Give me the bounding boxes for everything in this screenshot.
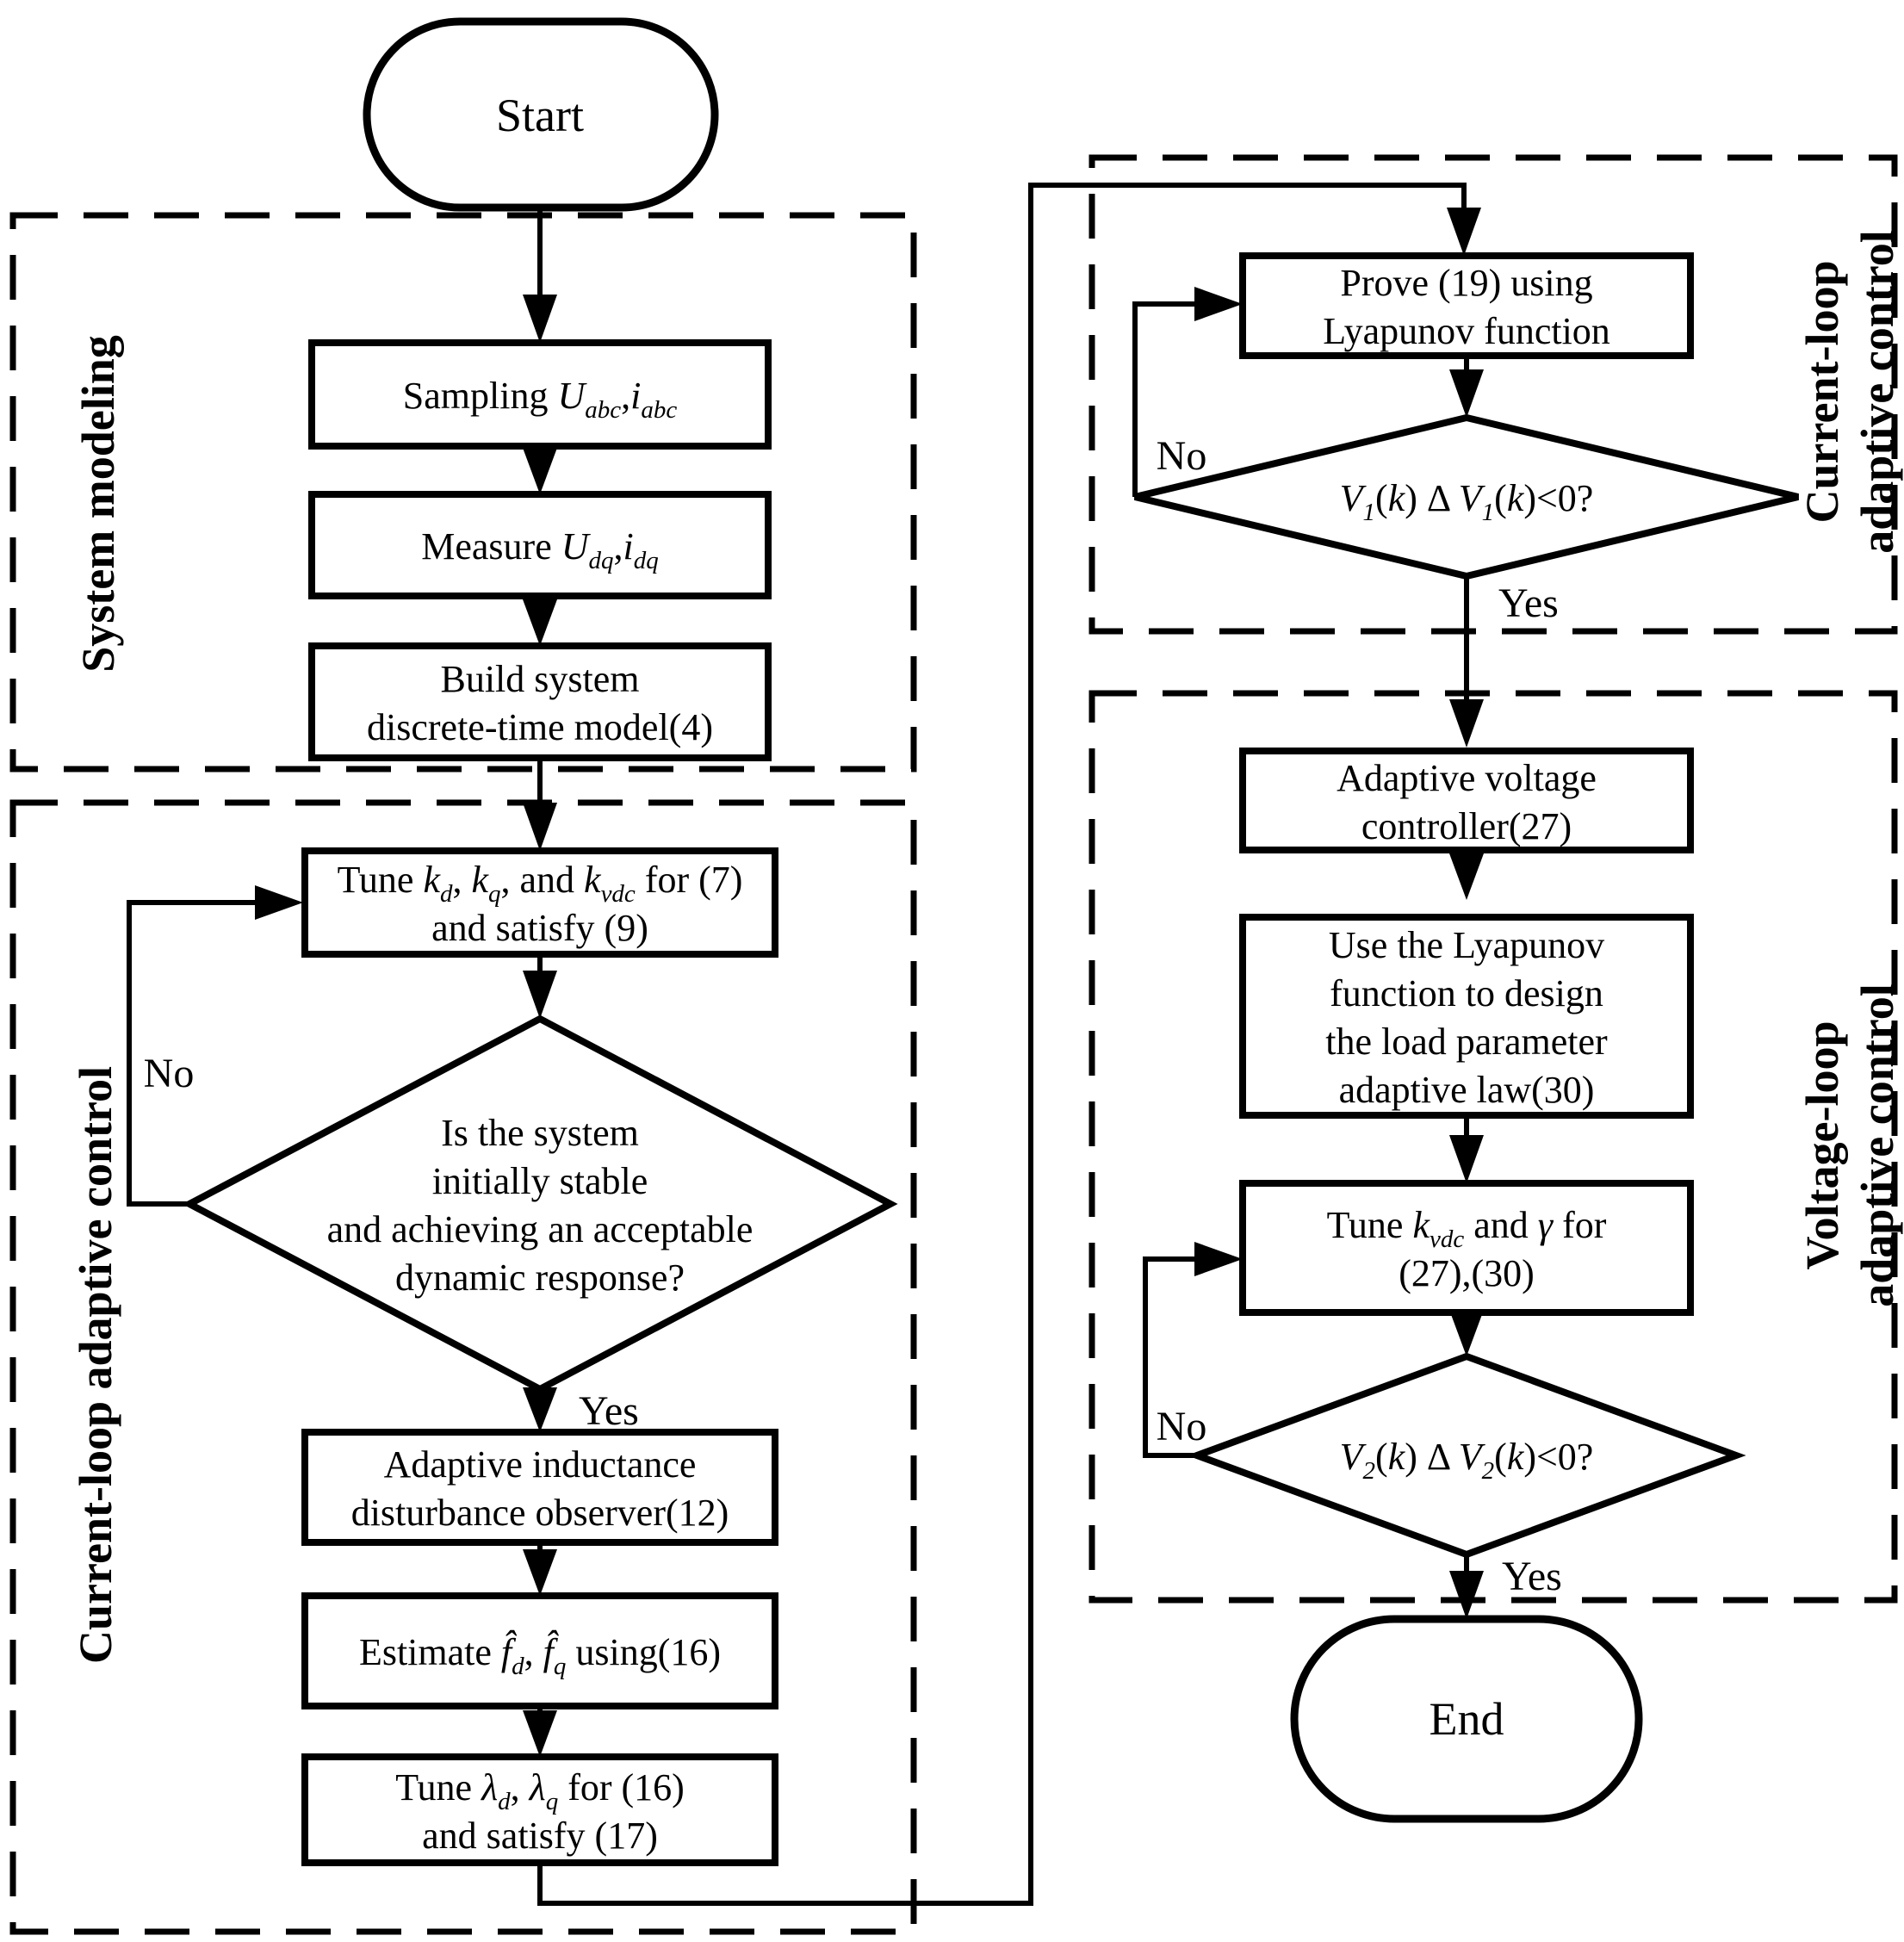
prove-lyapunov-box: [1239, 252, 1694, 359]
arrow-head: [1447, 208, 1481, 256]
edge-stable-yes-to-observer: Yes: [523, 1387, 639, 1434]
node-tune-current-gains: Tune kd, kq, and kvdc for (7)and satisfy…: [301, 847, 778, 958]
arrow-head: [523, 448, 557, 494]
node-estimate-f: Estimate f̂d, f̂q using(16): [301, 1592, 778, 1709]
arrow-head: [523, 599, 557, 646]
no-label: No: [144, 1051, 195, 1096]
arrow-head: [1194, 287, 1243, 321]
build-model-box: [308, 642, 772, 761]
section-label-current-loop-right: Current-loopadaptive control: [1796, 230, 1903, 554]
tune-current-gains-label: Tune kd, kq, and kvdc for (7)and satisfy…: [338, 859, 743, 949]
section-label-system-modeling: System modeling: [72, 335, 124, 673]
edge-start-to-sampling: [523, 208, 557, 343]
arrow-head: [523, 295, 557, 343]
end-terminal-label: End: [1430, 1693, 1504, 1745]
estimate-f-box: [301, 1592, 778, 1709]
measure-label: Measure Udq,idq: [421, 525, 659, 574]
arrow-head: [255, 885, 303, 920]
edge-use-to-tune-voltage: [1449, 1115, 1484, 1183]
arrow-line: [1132, 301, 1196, 497]
arrow-line: [537, 183, 1467, 1906]
yes-label: Yes: [1498, 580, 1559, 626]
tune-current-gains-box: [301, 847, 778, 958]
tune-voltage-gains-label: Tune kvdc and γ for(27),(30): [1327, 1204, 1607, 1294]
node-tune-lambda: Tune λd, λq for (16)and satisfy (17): [301, 1753, 778, 1866]
node-start: Start: [363, 17, 719, 212]
edge-build-to-tune-current: [523, 758, 557, 851]
arrow-head: [523, 1710, 557, 1757]
node-tune-voltage-gains: Tune kvdc and γ for(27),(30): [1239, 1180, 1694, 1316]
arrow-head: [523, 803, 557, 851]
sampling-box: [308, 339, 772, 450]
no-label: No: [1157, 1404, 1207, 1449]
tune-lambda-box: [301, 1753, 778, 1866]
section-label-voltage-loop: Voltage-loopadaptive control: [1796, 983, 1903, 1307]
edge-v2-yes-to-end: Yes: [1449, 1554, 1562, 1619]
node-sampling: Sampling Uabc,iabc: [308, 339, 772, 450]
v1-decision-diamond: [1134, 413, 1799, 580]
arrow-head: [1194, 1242, 1243, 1276]
arrow-head: [523, 1549, 557, 1596]
yes-label: Yes: [1502, 1554, 1562, 1599]
node-v1-decision: V1(k) Δ V1(k)<0?: [1134, 413, 1799, 580]
yes-label: Yes: [579, 1388, 639, 1434]
section-frame-system-modeling: [9, 212, 917, 772]
tune-lambda-label: Tune λd, λq for (16)and satisfy (17): [395, 1766, 685, 1857]
arrow-head: [1449, 699, 1484, 748]
v2-decision-diamond: [1187, 1352, 1746, 1559]
estimate-f-label: Estimate f̂d, f̂q using(16): [359, 1630, 721, 1680]
design-adaptive-law-box: [1239, 914, 1694, 1119]
section-frame-current-loop-left: [9, 799, 917, 1935]
node-end: End: [1290, 1615, 1643, 1823]
edge-stable-no-loop: No: [127, 885, 303, 1207]
node-measure: Measure Udq,idq: [308, 491, 772, 599]
edge-tune-lambda-to-prove: [537, 183, 1481, 1906]
no-label: No: [1157, 433, 1207, 479]
stability-decision-diamond: [182, 1014, 898, 1393]
v1-decision-label: V1(k) Δ V1(k)<0?: [1340, 477, 1594, 526]
adaptive-voltage-controller-box: [1239, 748, 1694, 853]
arrow-head: [523, 1387, 557, 1432]
start-terminal-label: Start: [496, 90, 584, 141]
edge-v1-yes-to-adaptive-voltage: Yes: [1449, 576, 1559, 748]
arrow-head: [1449, 1571, 1484, 1619]
arrow-line: [1143, 1256, 1197, 1458]
start-terminal-shape: [363, 17, 719, 212]
arrow-head: [1449, 853, 1484, 900]
edge-v1-no-loop: No: [1132, 287, 1243, 497]
measure-box: [308, 491, 772, 599]
end-terminal-shape: [1290, 1615, 1643, 1823]
v2-decision-label: V2(k) Δ V2(k)<0?: [1340, 1436, 1594, 1485]
arrow-head: [523, 971, 557, 1019]
arrow-line: [127, 900, 257, 1207]
arrow-head: [1449, 1135, 1484, 1183]
tune-voltage-gains-box: [1239, 1180, 1694, 1316]
sampling-label: Sampling Uabc,iabc: [403, 375, 678, 424]
arrow-head: [1449, 1310, 1484, 1356]
section-label-current-loop-left: Current-loop adaptive control: [70, 1066, 121, 1664]
node-v2-decision: V2(k) Δ V2(k)<0?: [1187, 1352, 1746, 1559]
arrow-head: [1449, 369, 1484, 418]
edge-v2-no-loop: No: [1143, 1242, 1243, 1458]
disturbance-observer-box: [301, 1429, 778, 1546]
